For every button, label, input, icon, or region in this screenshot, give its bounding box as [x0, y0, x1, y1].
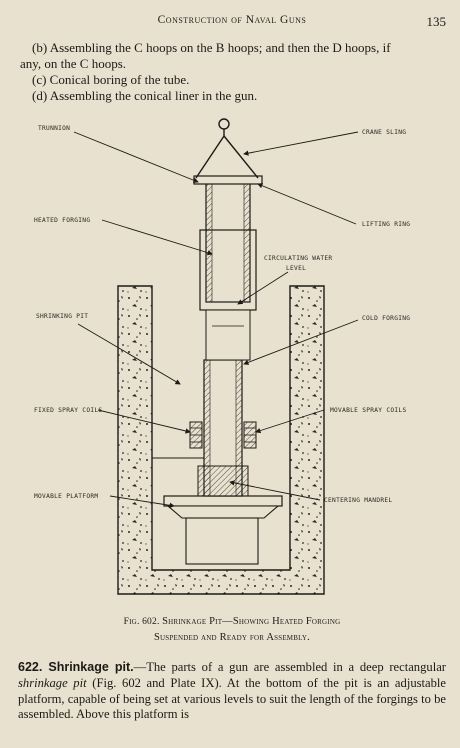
- leader-centering-mandrel: [229, 480, 321, 501]
- list-item: (d) Assembling the conical liner in the …: [32, 88, 258, 103]
- leader-trunnion: [73, 131, 199, 183]
- leader-lifting-ring: [257, 183, 357, 225]
- label-shrinking-pit: SHRINKING PIT: [36, 313, 88, 320]
- label-water-level-line2: LEVEL: [286, 265, 306, 272]
- leader-fixed-spray-coils: [97, 409, 191, 434]
- label-trunnion: TRUNNION: [38, 125, 70, 132]
- section-heading: 622. Shrinkage pit.: [18, 660, 134, 674]
- label-lifting-ring: LIFTING RING: [362, 221, 410, 228]
- leader-shrinking-pit: [77, 323, 181, 385]
- caption-line1: Fig. 602. Shrinkage Pit—Showing Heated F…: [40, 614, 424, 630]
- crane-sling: [195, 118, 259, 179]
- pit-wall: [117, 285, 325, 595]
- label-cold-forging: COLD FORGING: [362, 315, 410, 322]
- figure-caption: Fig. 602. Shrinkage Pit—Showing Heated F…: [40, 614, 424, 646]
- label-water-level-line1: CIRCULATING WATER: [264, 255, 332, 262]
- leader-water-level: [237, 271, 289, 305]
- heated-forging: [199, 181, 257, 361]
- movable-spray-coils: [243, 421, 257, 449]
- leader-movable-spray-coils: [255, 409, 325, 434]
- list-item-continuation: any, on the C hoops.: [20, 56, 127, 71]
- leader-crane-sling: [243, 131, 359, 156]
- section-italic-term: shrinkage pit: [18, 675, 87, 690]
- section-text-b: (Fig. 602 and Plate IX). At the bottom o…: [18, 675, 446, 722]
- shrinkage-pit-figure: TRUNNION CRANE SLING HEATED FORGING LIFT…: [18, 114, 446, 608]
- caption-title-line2: Suspended and Ready for Assembly.: [154, 632, 310, 643]
- running-title: Construction of Naval Guns: [157, 14, 307, 26]
- leader-movable-platform: [109, 495, 175, 508]
- caption-number: Fig. 602.: [123, 617, 160, 627]
- section-text-a: —The parts of a gun are assembled in a d…: [133, 660, 446, 674]
- page-header: Construction of Naval Guns 135: [18, 14, 446, 32]
- movable-platform: [163, 495, 283, 565]
- label-movable-platform: MOVABLE PLATFORM: [34, 493, 98, 500]
- fixed-spray-coils: [189, 421, 203, 449]
- shrinkage-pit-diagram: TRUNNION CRANE SLING HEATED FORGING LIFT…: [34, 118, 410, 595]
- assembly-steps-list: (b) Assembling the C hoops on the B hoop…: [20, 40, 444, 104]
- section-shrinkage-pit: 622. Shrinkage pit.—The parts of a gun a…: [18, 660, 446, 723]
- label-movable-spray-coils: MOVABLE SPRAY COILS: [330, 407, 406, 414]
- caption-title-line1: Shrinkage Pit—Showing Heated Forging: [162, 616, 341, 627]
- label-centering-mandrel: CENTERING MANDREL: [324, 497, 392, 504]
- list-item: (c) Conical boring of the tube.: [32, 72, 190, 87]
- page-number: 135: [426, 14, 447, 29]
- leader-cold-forging: [243, 319, 359, 365]
- label-fixed-spray-coils: FIXED SPRAY COILS: [34, 407, 102, 414]
- cold-forging: [197, 359, 249, 497]
- label-crane-sling: CRANE SLING: [362, 129, 406, 136]
- lifting-ring: [193, 175, 263, 185]
- list-item: (b) Assembling the C hoops on the B hoop…: [32, 40, 391, 55]
- leader-heated-forging: [101, 219, 213, 256]
- label-heated-forging: HEATED FORGING: [34, 217, 90, 224]
